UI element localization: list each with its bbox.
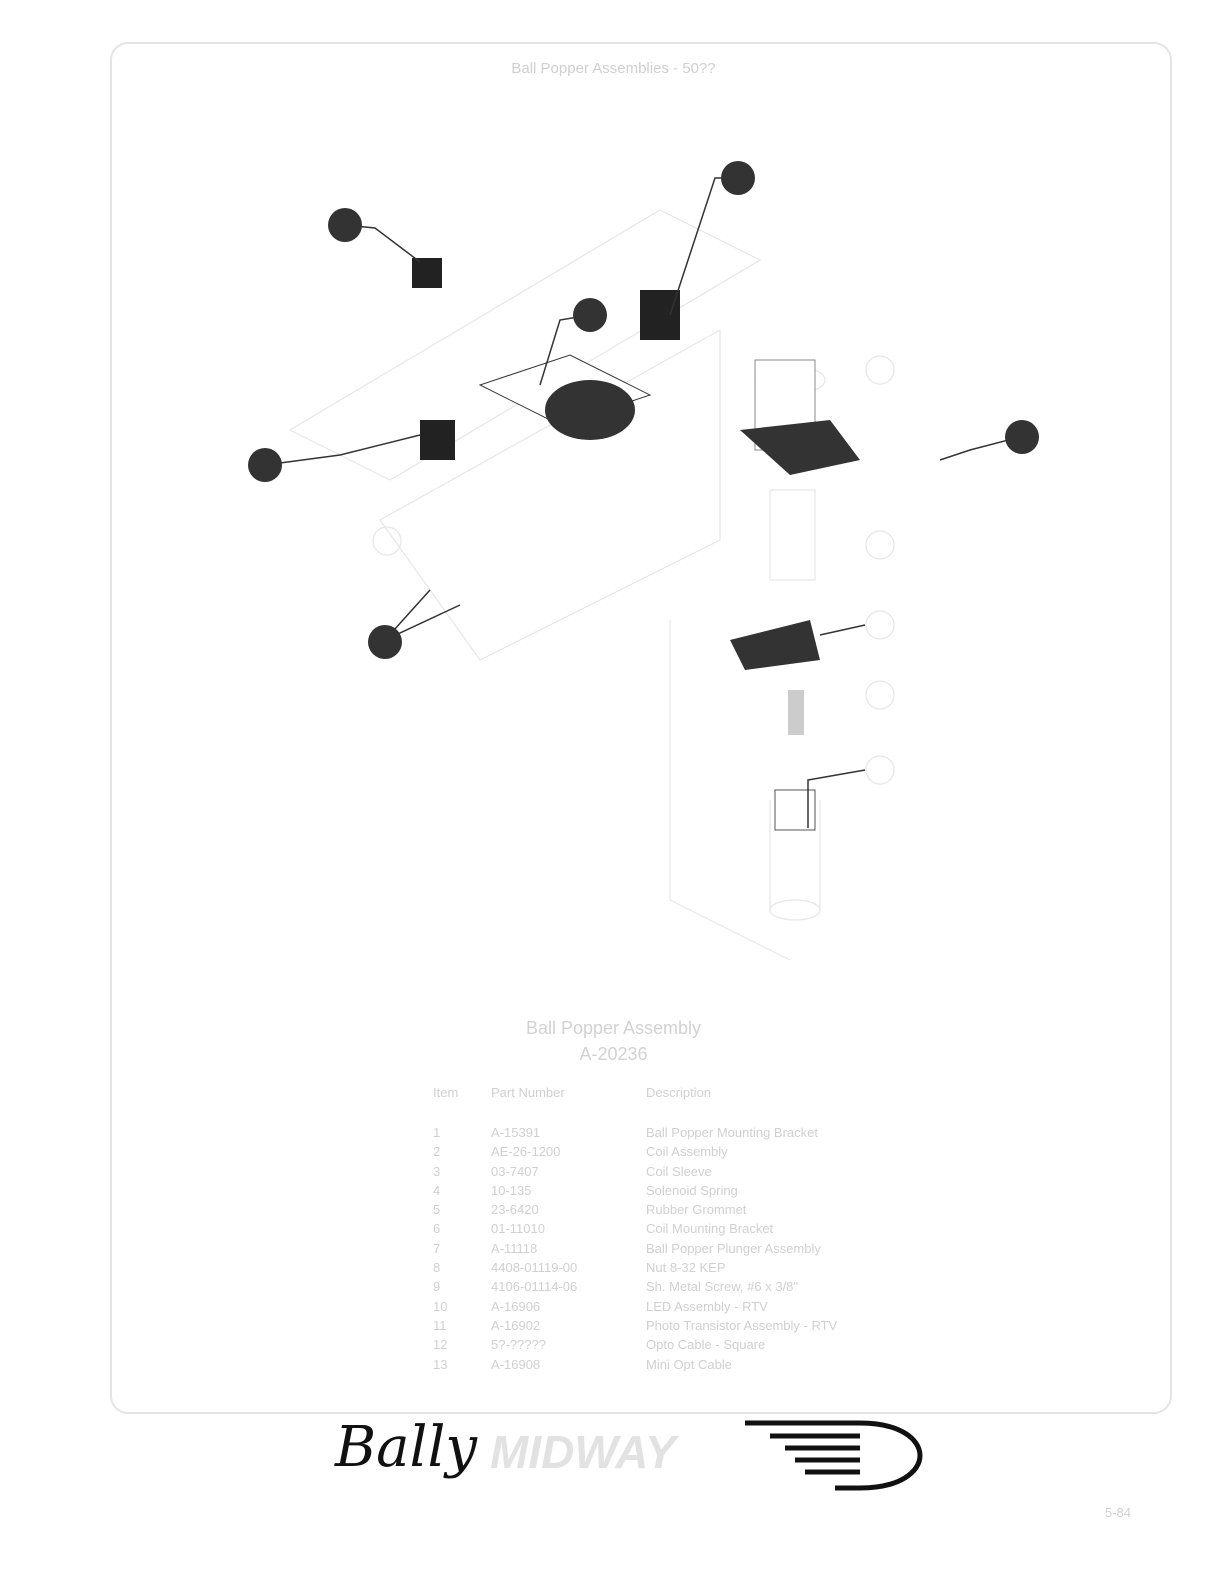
header-part: Part Number [491,1085,565,1100]
assembly-name: Ball Popper Assembly [525,1018,702,1038]
exploded-diagram [248,161,1039,961]
table-row: 5 23-6420 Rubber Grommet [425,1202,926,1221]
cell-part: 4106-01114-06 [491,1279,578,1295]
cell-item: 7 [433,1240,441,1256]
cell-item: 6 [433,1221,441,1237]
cell-desc: Opto Cable - Square [646,1337,766,1353]
leader-lines [264,177,1021,828]
cell-desc: Coil Sleeve [646,1163,712,1179]
table-row: 1 A-15391 Ball Popper Mounting Bracket [425,1125,926,1144]
cell-part: A-16906 [491,1298,541,1314]
cell-item: 5 [433,1202,441,1218]
cell-desc: Photo Transistor Assembly - RTV [646,1317,838,1333]
cell-part: AE-26-1200 [491,1144,561,1160]
cell-part: 23-6420 [491,1202,539,1218]
table-header: Item Part Number Description [425,1085,926,1125]
table-row: 11 A-16902 Photo Transistor Assembly - RTV [425,1318,926,1337]
assembly-number: A-20236 [579,1044,648,1064]
midway-logo: MIDWAY [490,1426,676,1478]
header-item: Item [433,1085,459,1100]
parts [412,258,860,831]
table-row: 8 4408-01119-00 Nut 8-32 KEP [425,1260,926,1279]
cell-desc: Coil Assembly [646,1144,728,1160]
cell-desc: Mini Opt Cable [646,1356,732,1372]
cell-part: 5?-????? [491,1337,546,1353]
table-row: 4 10-135 Solenoid Spring [425,1183,926,1202]
cell-item: 8 [433,1260,441,1276]
cell-part: 4408-01119-00 [491,1260,578,1276]
table-row: 12 5?-????? Opto Cable - Square [425,1337,926,1356]
table-row: 9 4106-01114-06 Sh. Metal Screw, #6 x 3/8" [425,1279,926,1298]
cell-desc: Ball Popper Plunger Assembly [646,1240,821,1256]
cell-part: 03-7407 [491,1163,539,1179]
page-number: 5-84 [1105,1505,1132,1520]
cell-item: 2 [433,1144,441,1160]
cell-part: A-16902 [491,1317,541,1333]
cell-desc: Coil Mounting Bracket [646,1221,774,1237]
cell-desc: Ball Popper Mounting Bracket [646,1125,818,1140]
cell-desc: Sh. Metal Screw, #6 x 3/8" [646,1279,799,1295]
cell-part: 01-11010 [491,1221,545,1237]
cell-desc: Nut 8-32 KEP [646,1260,726,1276]
cell-part: A-15391 [491,1125,541,1140]
midway-wing-icon [745,1420,923,1491]
page-title: Ball Popper Assemblies - 50?? [511,60,716,77]
table-row: 7 A-11118 Ball Popper Plunger Assembly [425,1241,926,1260]
cell-item: 9 [433,1279,441,1295]
cell-part: A-16908 [491,1356,541,1372]
table-row: 13 A-16908 Mini Opt Cable [425,1357,926,1376]
page-frame [110,42,1172,1414]
cell-desc: LED Assembly - RTV [646,1298,768,1314]
cell-item: 13 [433,1356,448,1372]
table-row: 2 AE-26-1200 Coil Assembly [425,1144,926,1163]
cell-item: 1 [433,1125,441,1140]
cell-item: 10 [433,1298,448,1314]
bally-logo: Bally [335,1415,477,1480]
table-row: 10 A-16906 LED Assembly - RTV [425,1299,926,1318]
cell-item: 11 [433,1317,447,1333]
table-row: 6 01-11010 Coil Mounting Bracket [425,1221,926,1240]
cell-item: 12 [433,1337,448,1353]
cell-desc: Rubber Grommet [646,1202,747,1218]
cell-part: 10-135 [491,1182,532,1198]
cell-part: A-11118 [491,1240,538,1256]
cell-item: 4 [433,1182,441,1198]
header-desc: Description [646,1085,712,1100]
callout-bubbles [248,161,1039,659]
cell-desc: Solenoid Spring [646,1182,738,1198]
table-row: 3 03-7407 Coil Sleeve [425,1164,926,1183]
cell-item: 3 [433,1163,441,1179]
